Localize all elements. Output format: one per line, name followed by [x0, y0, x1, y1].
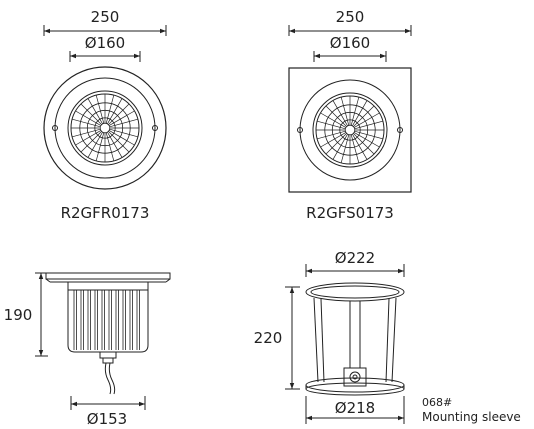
- round-model-label: R2GFR0173: [61, 204, 150, 222]
- sleeve-top-diameter: Ø222: [335, 249, 375, 267]
- sleeve-code-label: 068#: [422, 396, 452, 409]
- round-top-view: [43, 25, 167, 190]
- mounting-sleeve-view: [285, 264, 405, 424]
- sleeve-bottom-diameter: Ø218: [335, 399, 375, 417]
- sleeve-caption: Mounting sleeve: [422, 410, 521, 424]
- lens-grid-square: [316, 96, 384, 164]
- square-top-view: [288, 25, 412, 193]
- cooling-fins: [73, 290, 140, 350]
- side-bottom-diameter: Ø153: [87, 410, 127, 428]
- round-inner-diameter: Ø160: [85, 34, 125, 52]
- lens-grid-round: [71, 94, 139, 162]
- round-width-dimension: 250: [91, 8, 120, 26]
- side-view: [35, 272, 171, 410]
- square-inner-diameter: Ø160: [330, 34, 370, 52]
- square-model-label: R2GFS0173: [306, 204, 394, 222]
- square-width-dimension: 250: [336, 8, 365, 26]
- side-height-dimension: 190: [4, 306, 33, 324]
- sleeve-height-dimension: 220: [254, 329, 283, 347]
